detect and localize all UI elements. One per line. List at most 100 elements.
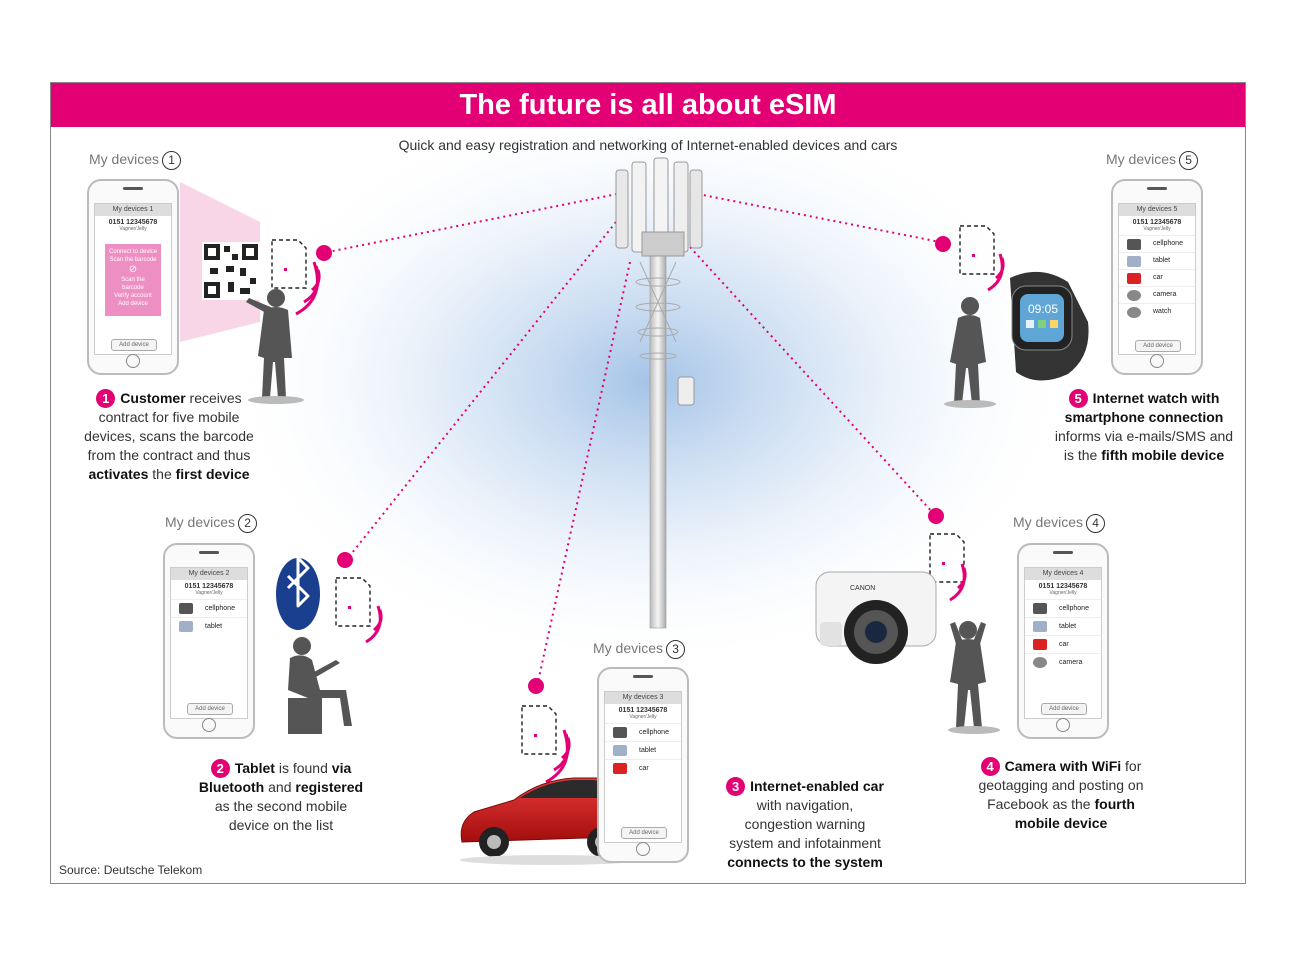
device-row: cellphone [1119, 235, 1195, 252]
car-small-icon [613, 763, 627, 774]
caption-line: devices, scans the barcode [69, 427, 269, 446]
caption-line: system and infotainment [705, 834, 905, 853]
phone-device-3: My devices 3 0151 12345678 Vagner/Jelly … [597, 667, 689, 863]
home-button[interactable] [636, 842, 650, 856]
subscriber-name: Vagner/Jelly [119, 226, 147, 232]
step-number-badge: 5 [1068, 389, 1088, 408]
tablet-icon [1127, 256, 1141, 267]
caption-text: Tablet [234, 760, 275, 776]
caption-text: Camera with WiFi [1004, 758, 1122, 774]
step-number-badge: 1 [96, 389, 116, 408]
device-5-number: 5 [1179, 151, 1199, 170]
caption-line: with navigation, [705, 796, 905, 815]
endpoint-dot [316, 245, 332, 261]
tablet-icon [179, 621, 193, 632]
cellphone-icon [1033, 603, 1047, 614]
caption-text: geotagging and posting on [978, 777, 1144, 793]
home-button[interactable] [1056, 718, 1070, 732]
phone-screen: My devices 2 0151 12345678 Vagner/Jelly … [170, 567, 248, 719]
device-row: car [1119, 269, 1195, 286]
caption-text: Customer [120, 390, 186, 406]
device-row: cellphone [171, 599, 247, 617]
car-small-icon [1033, 639, 1047, 650]
phone-screen: My devices 5 0151 12345678 Vagner/Jelly … [1118, 203, 1196, 355]
add-device-button[interactable]: Add device [1041, 703, 1087, 715]
caption-text: with navigation, [756, 797, 854, 813]
home-button[interactable] [1150, 354, 1164, 368]
cell-tower-icon [615, 157, 703, 629]
qr-code-icon [202, 242, 260, 300]
device-4-number: 4 [1086, 514, 1106, 533]
bluetooth-icon [276, 556, 320, 630]
camera-brand-text: CANON [850, 585, 875, 592]
caption-text: congestion warning [744, 816, 866, 832]
sim-card-icon [335, 577, 371, 627]
phone-number: 0151 12345678 [108, 219, 158, 226]
caption-text: first device [175, 466, 250, 482]
camera-small-icon [1033, 657, 1047, 668]
device-row: tablet [171, 617, 247, 635]
caption-line: as the second mobile [181, 797, 381, 816]
cellphone-icon [179, 603, 193, 614]
car-small-icon [1127, 273, 1141, 284]
phone-device-4: My devices 4 0151 12345678 Vagner/Jelly … [1017, 543, 1109, 739]
home-button[interactable] [126, 354, 140, 368]
device-row: car [1025, 635, 1101, 653]
infographic-frame: CANON 09:05 The future is all about eSIM… [50, 82, 1246, 884]
endpoint-dot [337, 552, 353, 568]
device-2-number: 2 [238, 514, 258, 533]
caption-line: geotagging and posting on [951, 776, 1171, 795]
cellphone-icon [1127, 239, 1141, 250]
cellphone-icon [613, 727, 627, 738]
caption-text: fourth [1094, 796, 1135, 812]
caption-text: Bluetooth [198, 779, 265, 795]
device-row: tablet [605, 741, 681, 759]
caption-text: contract for five mobile [98, 409, 240, 425]
add-device-button[interactable]: Add device [111, 339, 157, 351]
caption-line: activates the first device [69, 465, 269, 484]
caption-text: is the [1063, 447, 1102, 463]
caption-text: device on the list [228, 817, 334, 833]
screen-header: My devices 5 [1119, 204, 1195, 216]
caption-text: as the second mobile [214, 798, 348, 814]
caption-line: mobile device [951, 814, 1171, 833]
step-number-badge: 3 [726, 777, 746, 796]
caption-line: is the fifth mobile device [1039, 446, 1245, 465]
add-device-button[interactable]: Add device [1135, 340, 1181, 352]
home-button[interactable] [202, 718, 216, 732]
caption-text: Internet watch with [1092, 390, 1220, 406]
screen-header: My devices 1 [95, 204, 171, 216]
device-row: watch [1119, 303, 1195, 320]
person-sitting-icon [288, 637, 352, 734]
camera-small-icon [1127, 290, 1141, 301]
caption-text: devices, scans the barcode [84, 428, 254, 444]
page-subtitle: Quick and easy registration and networki… [398, 137, 898, 153]
phone-device-1: My devices 1 0151 12345678 Vagner/Jelly … [87, 179, 179, 375]
sim-card-icon [959, 225, 995, 275]
add-device-button[interactable]: Add device [187, 703, 233, 715]
caption-text: system and infotainment [729, 835, 881, 851]
sim-card-icon [271, 239, 307, 289]
caption-text: activates [88, 466, 149, 482]
device-row: car [605, 759, 681, 777]
caption-line: smartphone connection [1039, 408, 1245, 427]
connection-lines [327, 193, 941, 683]
device-row: cellphone [1025, 599, 1101, 617]
scan-panel: Connect to device Scan the barcode ⊘ Sca… [105, 244, 161, 316]
subscriber-name: Vagner/Jelly [1143, 226, 1171, 232]
wireless-waves [295, 253, 1005, 784]
endpoint-dot [935, 236, 951, 252]
add-device-button[interactable]: Add device [621, 827, 667, 839]
phone-number: 0151 12345678 [618, 707, 668, 714]
tablet-icon [1033, 621, 1047, 632]
caption-text: via [331, 760, 352, 776]
caption-line: Facebook as the fourth [951, 795, 1171, 814]
